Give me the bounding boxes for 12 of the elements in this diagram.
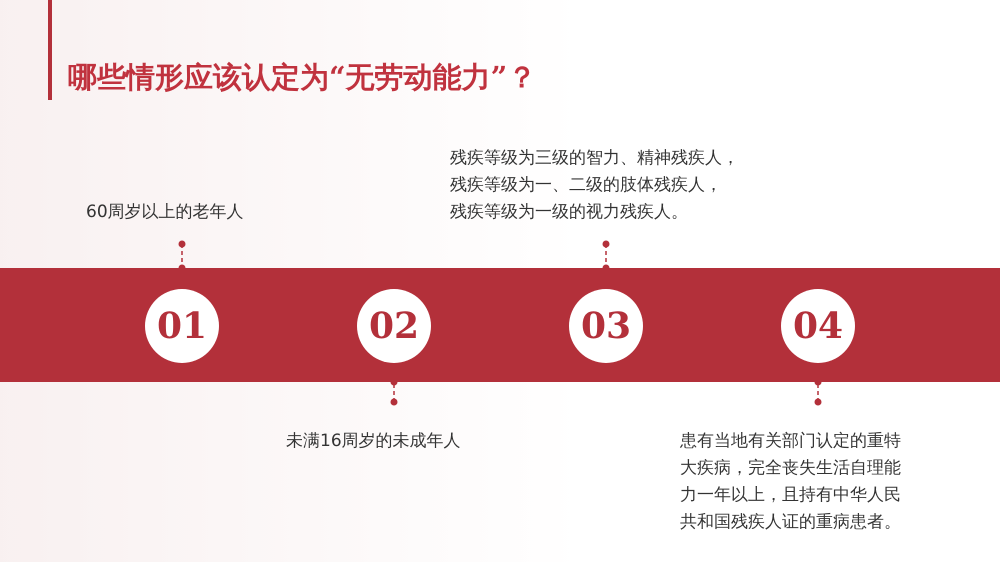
timeline-band — [0, 268, 1000, 382]
description-text: 残疾等级为一、二级的肢体残疾人， — [450, 174, 723, 197]
description-text: 残疾等级为三级的智力、精神残疾人， — [450, 147, 740, 170]
number-circle: 03 — [569, 289, 643, 363]
description-text: 未满16周岁的未成年人 — [286, 430, 462, 453]
description-text: 60周岁以上的老年人 — [86, 201, 245, 224]
number-circle: 02 — [357, 289, 431, 363]
description-text: 残疾等级为一级的视力残疾人。 — [450, 201, 689, 224]
number-circle: 01 — [145, 289, 219, 363]
number-circle: 04 — [781, 289, 855, 363]
title: 哪些情形应该认定为“无劳动能力”？ — [68, 59, 536, 96]
description-text: 患有当地有关部门认定的重特大疾病，完全丧失生活自理能力一年以上，且持有中华人民共和国残疾人证的重病患者。 — [680, 430, 902, 534]
